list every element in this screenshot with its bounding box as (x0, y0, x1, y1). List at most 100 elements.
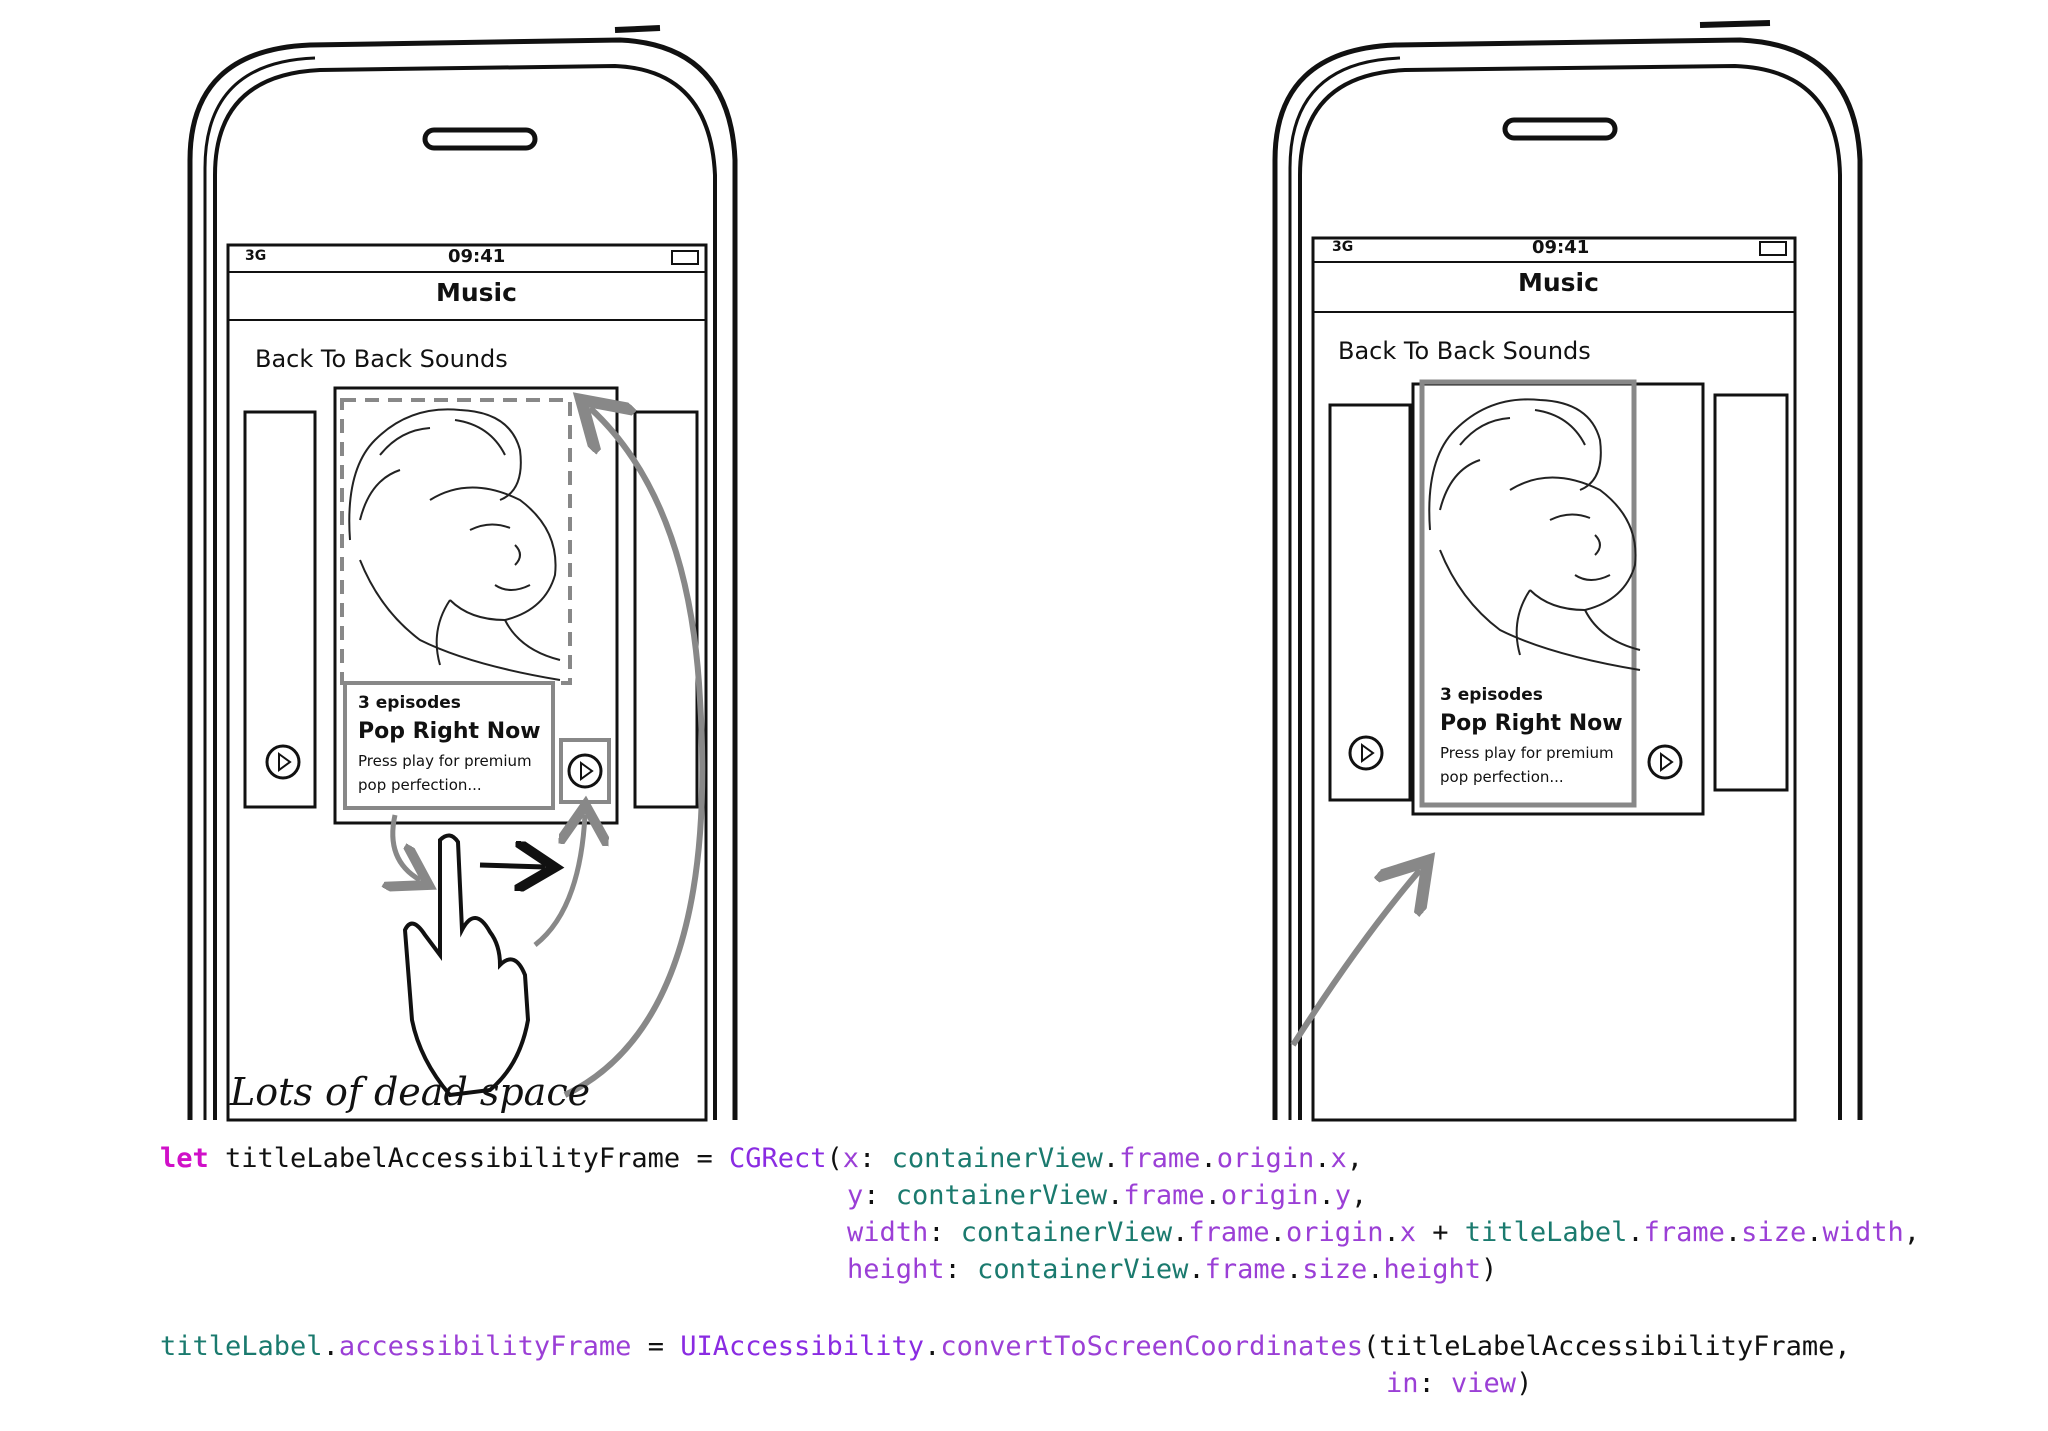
right-phone (1272, 20, 1863, 1122)
code-punct: ) (1481, 1254, 1498, 1285)
code-punct: : (944, 1254, 978, 1285)
left-swipe-arrow-down (393, 814, 420, 880)
left-phone (187, 25, 738, 1122)
right-side-card-right (1713, 393, 1789, 792)
code-property: size (1302, 1254, 1368, 1285)
right-card-description-1: Press play for premium (1440, 744, 1614, 762)
right-card-title: Pop Right Now (1440, 711, 1623, 736)
code-property: x (1399, 1217, 1417, 1248)
code-property: frame (1188, 1217, 1270, 1248)
right-phone-outer-body (1272, 37, 1863, 1120)
code-param: width (847, 1217, 929, 1248)
left-card-episodes: 3 episodes (358, 693, 461, 713)
left-side-card-right (633, 410, 699, 809)
code-operator: = (631, 1331, 681, 1362)
code-punct: . (322, 1331, 339, 1362)
code-punct: : (1418, 1368, 1452, 1399)
code-identifier: containerView (891, 1143, 1103, 1174)
left-battery-icon (671, 250, 699, 265)
right-portrait-illustration (1428, 398, 1641, 671)
code-punct: . (1102, 1143, 1120, 1174)
right-main-card (1411, 382, 1705, 816)
code-punct: . (1188, 1254, 1205, 1285)
code-property: width (1822, 1217, 1904, 1248)
code-param: height (847, 1254, 945, 1285)
code-property: origin (1285, 1217, 1384, 1248)
code-line-3: width: containerView.frame.origin.x + ti… (847, 1214, 1920, 1251)
left-phone-outer-body (187, 37, 738, 1120)
code-property: origin (1216, 1143, 1315, 1174)
code-line-6: in: view) (1386, 1365, 1532, 1402)
left-status-carrier: 3G (245, 248, 267, 264)
code-punct: . (1314, 1143, 1331, 1174)
left-phone-speaker (422, 127, 538, 151)
left-portrait-illustration (348, 408, 561, 681)
right-section-title: Back To Back Sounds (1338, 337, 1591, 365)
code-line-2: y: containerView.frame.origin.y, (847, 1177, 1367, 1214)
code-property: size (1741, 1217, 1807, 1248)
code-punct: ) (1516, 1368, 1533, 1399)
code-operator: + (1416, 1217, 1465, 1248)
code-punct: . (1172, 1217, 1189, 1248)
left-nav-title: Music (436, 278, 517, 307)
right-card-episodes: 3 episodes (1440, 685, 1543, 705)
left-side-card-left (243, 410, 317, 809)
code-identifier: titleLabel (1464, 1217, 1628, 1248)
left-side-play-icon (265, 744, 301, 780)
code-punct: : (863, 1180, 896, 1211)
right-phone-inner-body (1298, 63, 1842, 1120)
code-line-1: let titleLabelAccessibilityFrame = CGRec… (160, 1140, 1363, 1177)
code-punct: . (1269, 1217, 1286, 1248)
code-type: UIAccessibility (680, 1331, 925, 1362)
code-type: CGRect (728, 1143, 827, 1174)
right-battery-icon (1759, 241, 1787, 256)
finger-gesture-icon (402, 833, 531, 1098)
code-punct: ( (1362, 1331, 1380, 1362)
right-status-time: 09:41 (1532, 237, 1590, 258)
code-property: y (1334, 1180, 1351, 1211)
code-punct: . (1367, 1254, 1384, 1285)
left-section-title: Back To Back Sounds (255, 345, 508, 373)
code-punct: . (1204, 1180, 1221, 1211)
code-punct: , (1834, 1331, 1851, 1362)
right-side-play-icon (1348, 735, 1384, 771)
code-property: frame (1204, 1254, 1286, 1285)
code-identifier: titleLabel (160, 1331, 323, 1362)
code-identifier: containerView (895, 1180, 1108, 1211)
code-punct: . (1383, 1217, 1400, 1248)
left-phone-inner-body (213, 63, 717, 1120)
code-punct: , (1346, 1143, 1364, 1174)
code-line-5: titleLabel.accessibilityFrame = UIAccess… (160, 1328, 1851, 1365)
left-status-time: 09:41 (448, 246, 506, 267)
code-punct: . (1806, 1217, 1823, 1248)
right-accessibility-frame-highlight (1419, 379, 1637, 808)
code-keyword: let (160, 1143, 209, 1174)
code-punct: . (1285, 1254, 1303, 1285)
right-status-carrier: 3G (1332, 239, 1354, 255)
code-line-4: height: containerView.frame.size.height) (847, 1251, 1497, 1288)
code-operator: = (696, 1143, 729, 1174)
code-property: height (1383, 1254, 1482, 1285)
code-method: convertToScreenCoordinates (940, 1331, 1363, 1362)
left-card-title: Pop Right Now (358, 719, 541, 744)
left-title-highlight (343, 681, 555, 810)
code-punct: . (1318, 1180, 1335, 1211)
code-punct: : (859, 1143, 892, 1174)
code-property: origin (1220, 1180, 1319, 1211)
right-phone-speaker (1502, 117, 1618, 141)
code-property: frame (1123, 1180, 1205, 1211)
left-card-description-1: Press play for premium (358, 752, 532, 770)
code-param: x (842, 1143, 860, 1174)
code-punct: . (1200, 1143, 1217, 1174)
code-punct: . (1724, 1217, 1742, 1248)
left-dead-space-arrow (563, 408, 706, 1098)
code-punct: . (1627, 1217, 1644, 1248)
code-property: frame (1643, 1217, 1725, 1248)
right-card-play-icon (1647, 744, 1683, 780)
code-punct: ( (826, 1143, 843, 1174)
code-punct: : (928, 1217, 961, 1248)
code-property: accessibilityFrame (338, 1331, 632, 1362)
left-card-description-2: pop perfection... (358, 776, 482, 794)
right-frame-arrow (1290, 870, 1420, 1047)
